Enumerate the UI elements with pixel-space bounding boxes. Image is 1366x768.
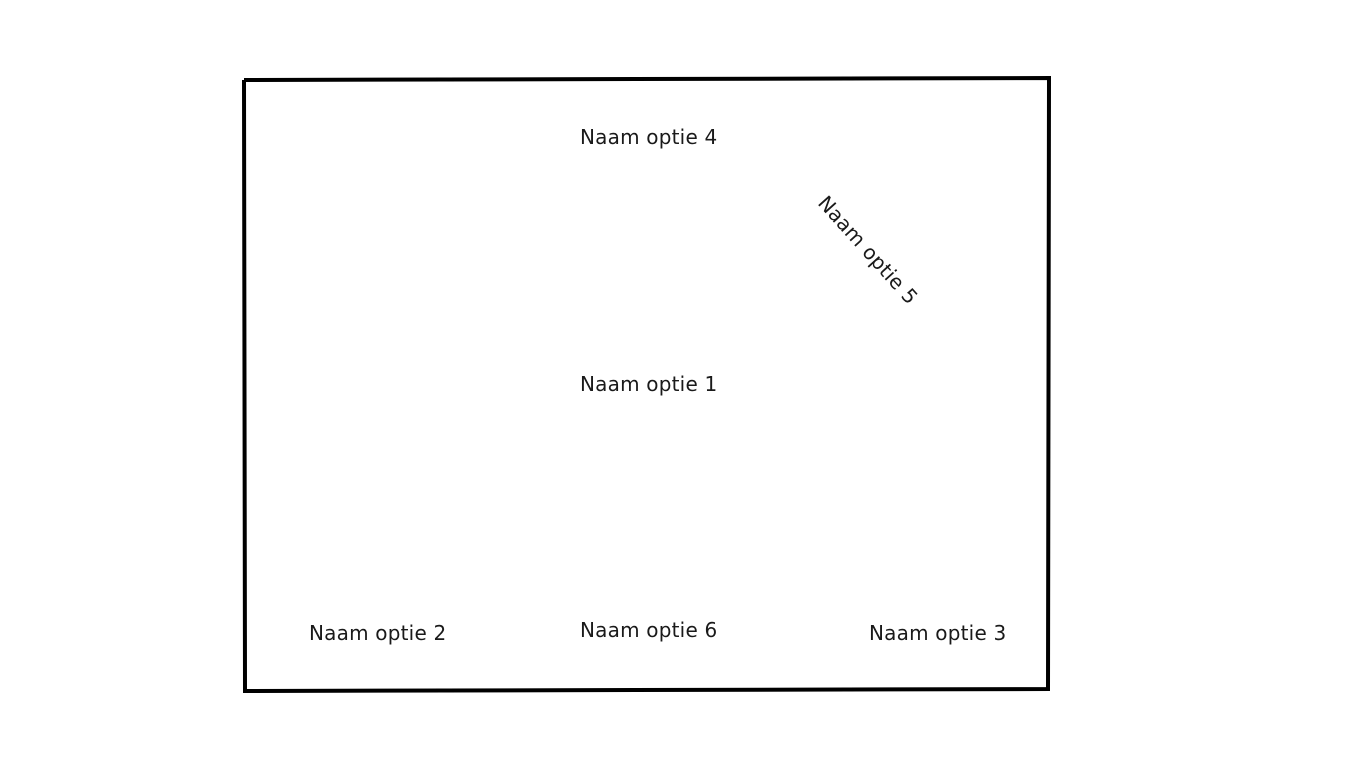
option-3-label: Naam optie 3 bbox=[869, 621, 1007, 645]
option-6-label: Naam optie 6 bbox=[580, 618, 718, 642]
frame-border bbox=[242, 75, 1052, 694]
option-4-label: Naam optie 4 bbox=[580, 125, 718, 149]
option-1-label: Naam optie 1 bbox=[580, 372, 718, 396]
option-2-label: Naam optie 2 bbox=[309, 621, 447, 645]
